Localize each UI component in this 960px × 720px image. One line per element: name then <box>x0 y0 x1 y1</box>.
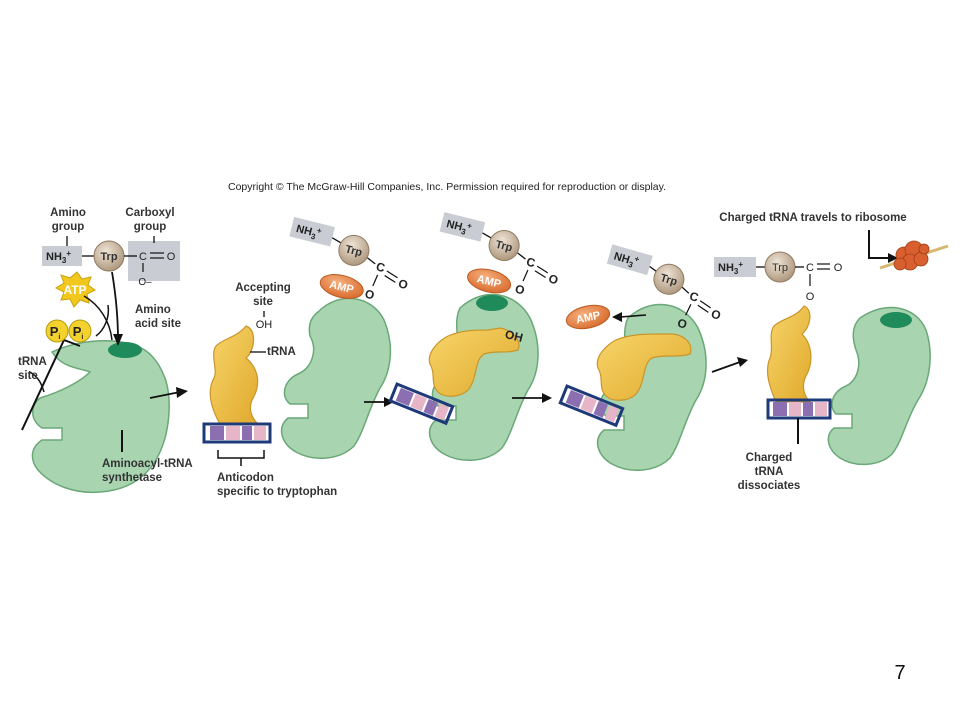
svg-text:O: O <box>363 287 375 303</box>
svg-text:O: O <box>397 276 409 292</box>
stage-3: OH NH3+ Trp C O O AMP <box>388 212 560 461</box>
svg-text:O: O <box>676 316 689 332</box>
trp-amp-complex-3: NH3+ Trp C O O AMP <box>439 212 560 298</box>
amino-acid-site <box>108 342 142 358</box>
pyrophosphate: Pi Pi <box>45 304 110 343</box>
svg-text:O: O <box>514 282 526 298</box>
svg-text:AMP: AMP <box>476 273 503 291</box>
stage-arrow-4 <box>711 361 741 373</box>
atp-label: ATP <box>63 283 86 297</box>
trna-bound-4 <box>596 333 692 401</box>
svg-text:AMP: AMP <box>328 279 355 297</box>
ribosome-icon <box>879 240 949 271</box>
trna-site-pointer <box>29 371 45 393</box>
svg-text:NH3+: NH3+ <box>612 249 641 271</box>
o-minus-label: O– <box>138 277 152 288</box>
to-ribosome-arrow <box>868 230 890 259</box>
carboxyl-box <box>128 241 180 281</box>
svg-text:O: O <box>710 307 723 323</box>
svg-text:C: C <box>806 262 814 274</box>
nh3-label: NH3+ <box>46 249 71 265</box>
pi-2 <box>68 319 92 343</box>
svg-text:C: C <box>688 289 701 305</box>
trp-label: Trp <box>100 251 117 263</box>
trna-molecule-2: OH <box>202 311 273 466</box>
stage-5: NH3+ Trp C O O <box>714 230 949 466</box>
enzyme-shape-5 <box>827 306 931 466</box>
trna-label: tRNA <box>267 346 296 358</box>
svg-text:Trp: Trp <box>659 272 679 288</box>
anticodon-3 <box>388 382 455 426</box>
anticodon-bracket <box>217 450 265 466</box>
svg-text:C: C <box>375 259 387 275</box>
svg-text:O: O <box>547 272 559 288</box>
svg-text:C: C <box>525 255 537 271</box>
oh-label-3: OH <box>504 327 525 345</box>
svg-text:Pi: Pi <box>50 324 61 341</box>
svg-text:NH3+: NH3+ <box>445 216 473 238</box>
nh3-box <box>42 246 82 266</box>
svg-text:Pi: Pi <box>73 324 84 341</box>
enzyme-shape <box>31 340 170 494</box>
released-amp <box>565 304 611 330</box>
svg-text:O: O <box>834 262 843 274</box>
atp-arrow <box>83 295 113 341</box>
stage-1: NH3+ Trp C O O– ATP Pi <box>21 236 180 494</box>
pi-1 <box>45 319 69 343</box>
oh-label-2: OH <box>256 319 273 331</box>
trp-bound-4: NH3+ Trp C O O <box>606 244 723 332</box>
svg-text:Trp: Trp <box>344 243 364 259</box>
carbon-label: C <box>139 251 147 263</box>
enzyme-shape-2 <box>280 297 392 459</box>
free-tryptophan: NH3+ Trp C O O– <box>42 236 180 346</box>
stage-arrow-1 <box>149 391 181 399</box>
stage-4: NH3+ Trp C O O AMP <box>558 244 723 471</box>
slide-number: 7 <box>894 662 906 684</box>
trp-amp-complex-2: NH3+ Trp C O O AMP <box>289 216 409 303</box>
svg-text:NH3+: NH3+ <box>718 260 743 276</box>
svg-text:O: O <box>806 291 815 303</box>
trna-bound-3 <box>428 327 520 397</box>
trp-charged-5: NH3+ Trp C O O <box>714 251 843 303</box>
amp-release-arrow <box>619 314 647 318</box>
anticodon-4 <box>558 384 625 428</box>
charged-travels-label: Charged tRNA travels to ribosome <box>719 212 907 224</box>
trp-arrow <box>111 271 119 341</box>
atp-star: ATP <box>54 271 113 341</box>
svg-text:Trp: Trp <box>772 262 788 274</box>
svg-text:Trp: Trp <box>494 239 514 255</box>
oxygen-label: O <box>167 251 176 263</box>
copyright-notice: Copyright © The McGraw-Hill Companies, I… <box>228 181 667 193</box>
charged-trna <box>766 305 812 403</box>
svg-text:NH3+: NH3+ <box>294 221 322 243</box>
stage-2: OH NH3+ Trp C O O AMP <box>202 216 409 466</box>
svg-text:AMP: AMP <box>575 310 601 327</box>
